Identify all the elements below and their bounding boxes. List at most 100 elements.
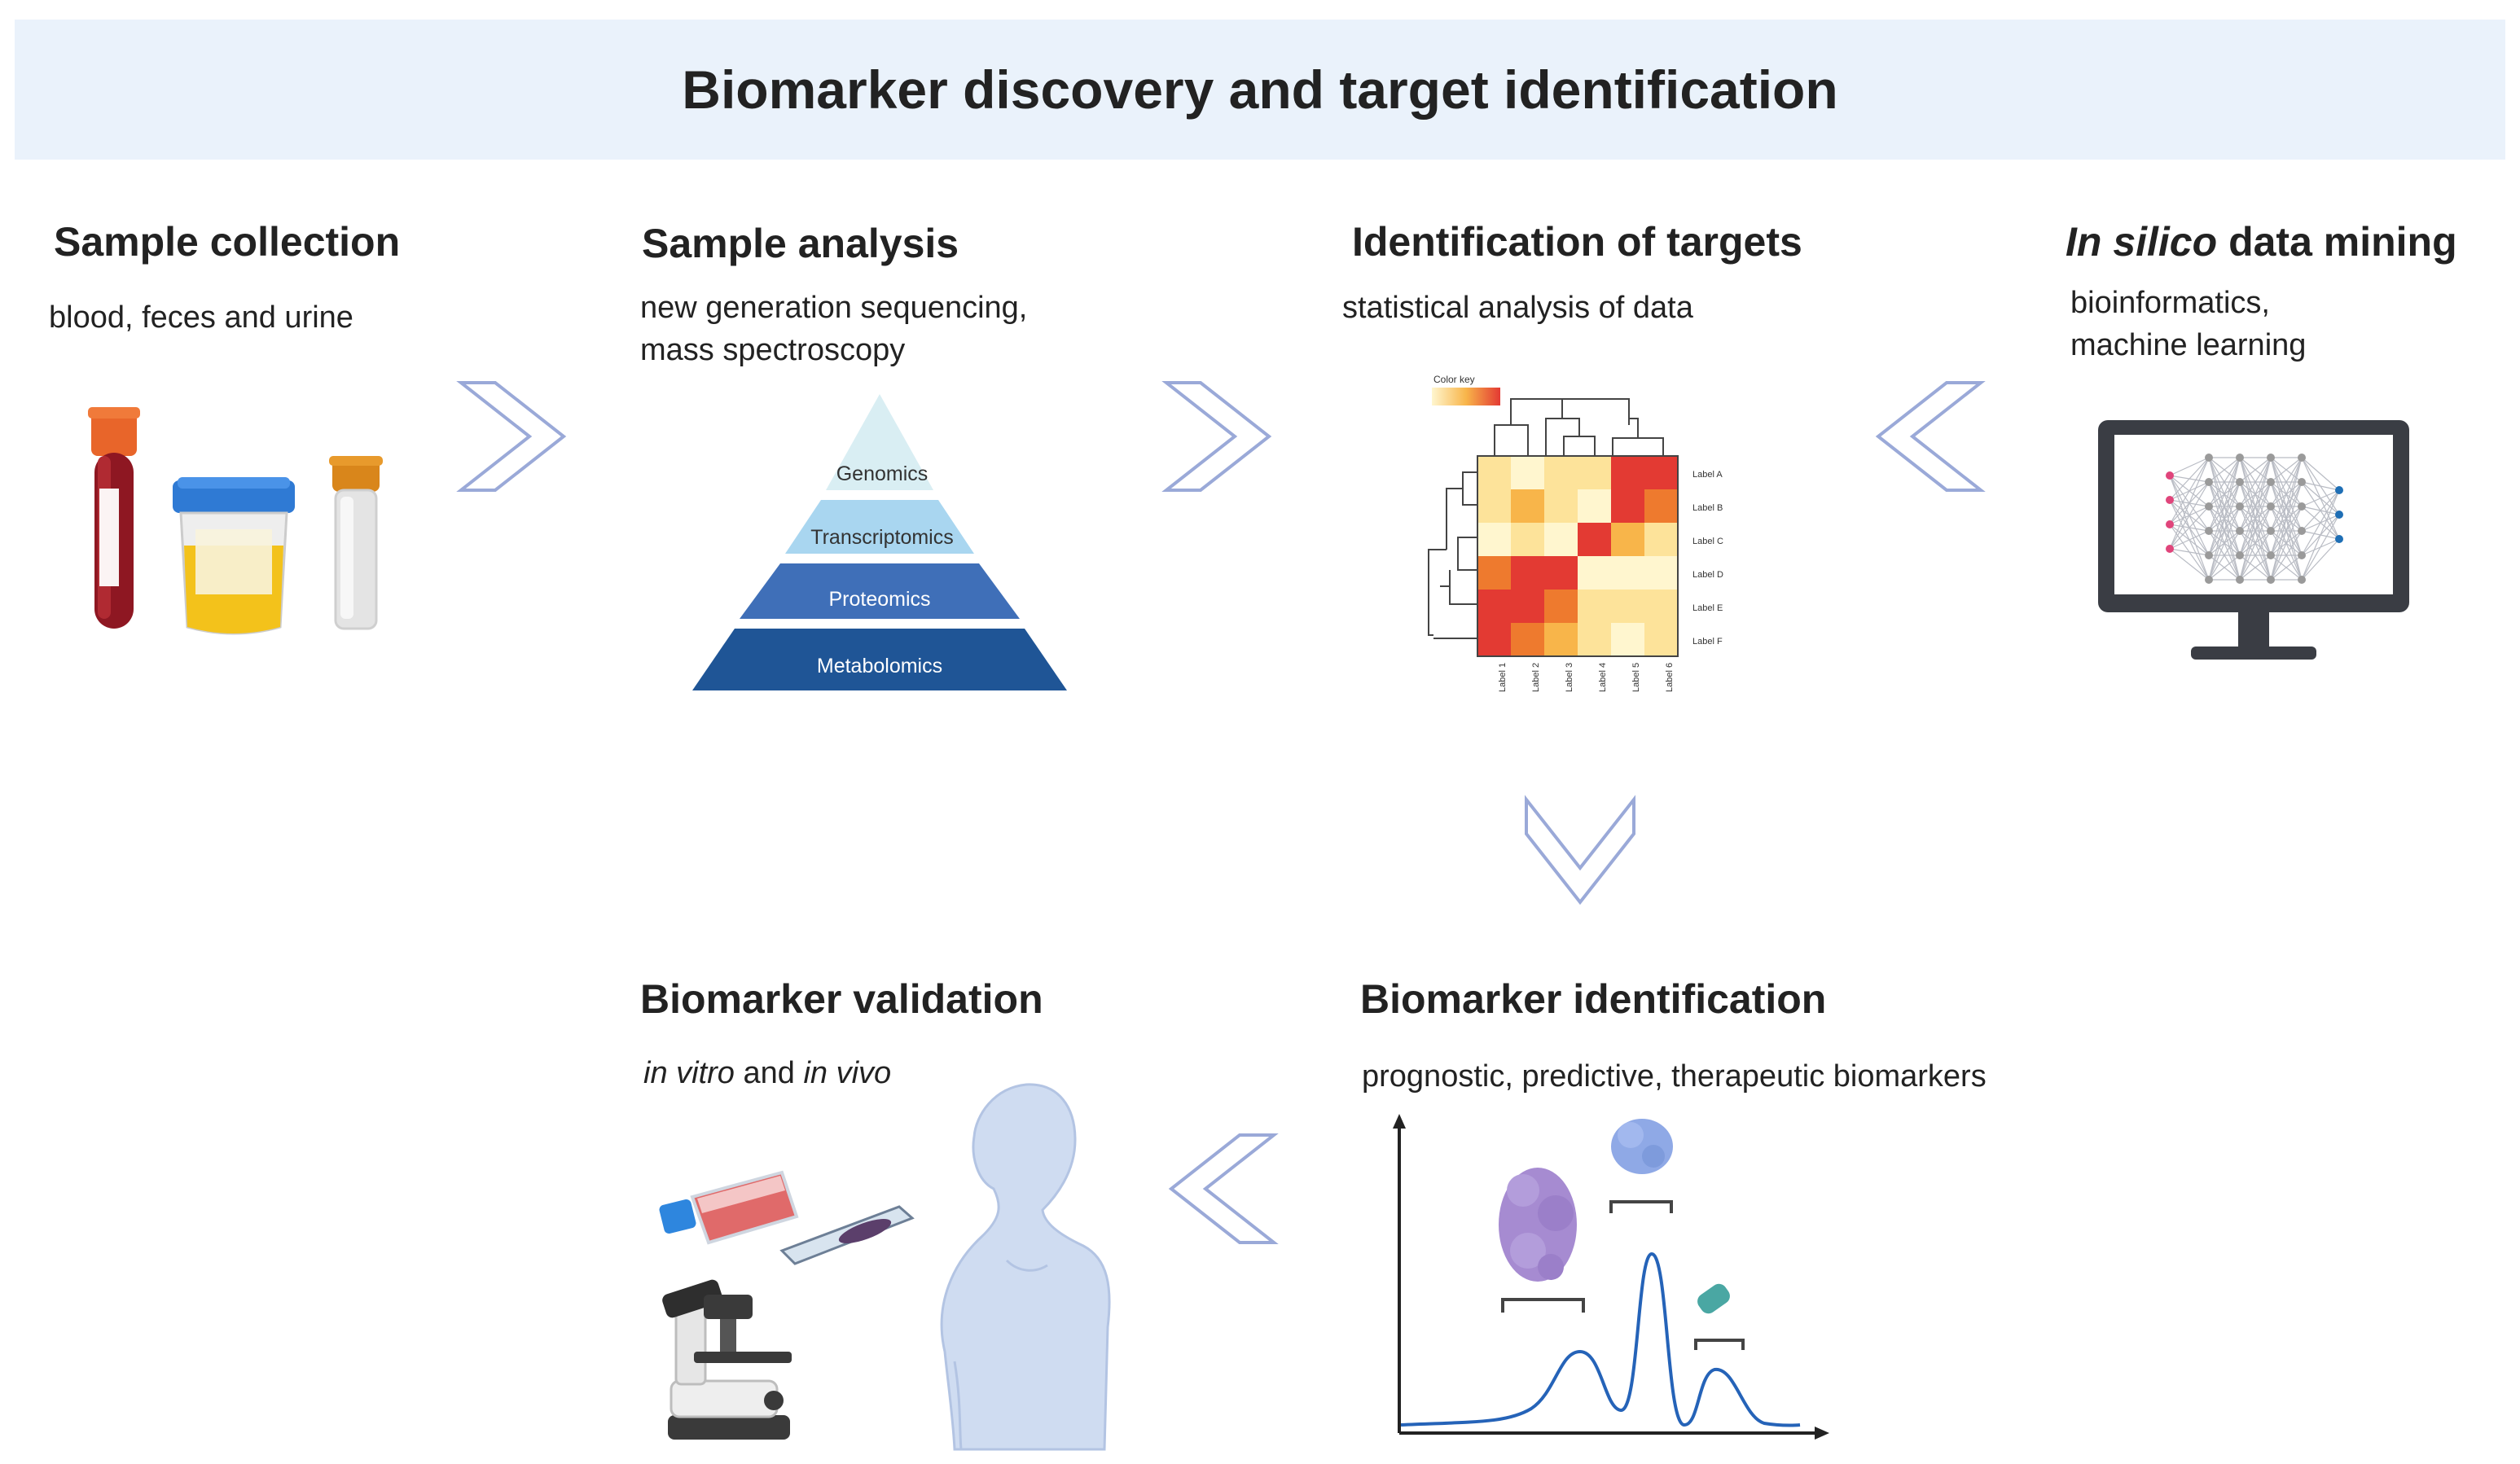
- network-edge: [2169, 548, 2210, 581]
- human-figure-icon: [940, 1083, 1111, 1451]
- heatmap-cell: [1611, 623, 1644, 656]
- row-dendrogram: [1428, 471, 1477, 639]
- heatmap-cell: [1511, 623, 1544, 656]
- heatmap-cell: [1644, 523, 1678, 556]
- biomarker-validation-title: Biomarker validation: [640, 976, 1043, 1022]
- network-edge: [2169, 530, 2210, 550]
- heatmap-figure: Color key Label A Label B Label C Label …: [1428, 374, 1723, 692]
- biomarker-validation-desc: in vitro and in vivo: [643, 1052, 891, 1094]
- network-node: [2166, 496, 2174, 504]
- cell-culture-flask-icon: [659, 1170, 799, 1245]
- network-node: [2267, 576, 2275, 584]
- col-label: Label 4: [1598, 663, 1608, 692]
- network-edge: [2239, 457, 2272, 556]
- chromatogram-trace: [1400, 1251, 1801, 1427]
- network-edge: [2301, 489, 2340, 532]
- network-edge: [2239, 506, 2272, 581]
- column-dendrogram: [1494, 398, 1664, 456]
- heatmap-cell: [1544, 556, 1578, 590]
- pyramid-label-metabolomics: Metabolomics: [817, 655, 942, 677]
- heatmap-cell: [1511, 456, 1544, 489]
- network-edge: [2301, 514, 2340, 581]
- identification-targets-desc: statistical analysis of data: [1342, 291, 1693, 325]
- heatmap-cell: [1544, 489, 1578, 523]
- network-edge: [2301, 489, 2340, 556]
- sample-collection-desc: blood, feces and urine: [49, 300, 353, 335]
- network-edge: [2169, 548, 2210, 556]
- heatmap-cell: [1477, 556, 1511, 590]
- pyramid-label-proteomics: Proteomics: [828, 588, 930, 611]
- in-vivo-text: in vivo: [803, 1056, 892, 1090]
- arrow-left-2: [1168, 1133, 1279, 1244]
- heatmap-cell: [1477, 590, 1511, 623]
- pyramid-layer-genomics: [826, 394, 933, 490]
- heatmap-cell: [1611, 590, 1644, 623]
- heatmap-cell: [1644, 590, 1678, 623]
- network-node: [2236, 502, 2244, 511]
- title-banner: Biomarker discovery and target identific…: [15, 20, 2505, 160]
- heatmap-cell: [1477, 623, 1511, 656]
- sample-analysis-desc-line1: new generation sequencing,: [640, 291, 1028, 325]
- heatmap-cell: [1544, 623, 1578, 656]
- network-edge: [2301, 489, 2340, 507]
- network-node: [2236, 527, 2244, 535]
- network-edge: [2301, 489, 2340, 581]
- network-edge: [2169, 457, 2210, 476]
- network-edge: [2208, 481, 2241, 581]
- in-silico-desc-line1: bioinformatics,: [2070, 286, 2270, 320]
- network-edge: [2301, 457, 2340, 491]
- pyramid-layer-proteomics: [740, 563, 1020, 619]
- col-label: Label 2: [1531, 663, 1541, 692]
- row-label: Label C: [1692, 537, 1723, 546]
- network-node: [2205, 551, 2213, 559]
- network-edge: [2239, 457, 2272, 581]
- sample-analysis-title: Sample analysis: [642, 221, 959, 266]
- pyramid-layer-metabolomics: [692, 629, 1067, 690]
- network-node: [2205, 502, 2213, 511]
- heatmap-cell: [1578, 489, 1611, 523]
- color-key-label: Color key: [1433, 374, 1475, 385]
- pyramid-label-genomics: Genomics: [836, 462, 929, 485]
- biomarker-identification-title: Biomarker identification: [1360, 976, 1827, 1022]
- network-node: [2298, 502, 2306, 511]
- network-edge: [2270, 554, 2303, 581]
- heatmap-cell: [1578, 623, 1611, 656]
- network-edge: [2239, 530, 2272, 581]
- heatmap-cell: [1611, 523, 1644, 556]
- network-node: [2205, 478, 2213, 486]
- sample-collection-title: Sample collection: [54, 219, 401, 265]
- network-edge: [2270, 481, 2303, 581]
- omics-pyramid: Genomics Transcriptomics Proteomics Meta…: [692, 394, 1067, 690]
- row-label: Label D: [1692, 570, 1723, 580]
- network-edge: [2169, 506, 2210, 550]
- page-title: Biomarker discovery and target identific…: [682, 59, 1838, 120]
- network-edge: [2208, 457, 2241, 483]
- col-label: Label 5: [1631, 663, 1641, 692]
- network-edge: [2208, 554, 2241, 581]
- protein-icon: [1499, 1168, 1577, 1282]
- in-silico-title-italic: In silico: [2066, 219, 2218, 265]
- heatmap-cell: [1544, 590, 1578, 623]
- network-edge: [2270, 457, 2303, 581]
- biomarker-identification-desc: prognostic, predictive, therapeutic biom…: [1362, 1059, 1987, 1094]
- and-text: and: [734, 1056, 804, 1090]
- peak-brackets: [1501, 1200, 1745, 1350]
- row-label: Label F: [1692, 637, 1723, 647]
- network-node: [2267, 478, 2275, 486]
- network-edge: [2239, 457, 2272, 483]
- heatmap-cell: [1544, 456, 1578, 489]
- network-edge: [2169, 457, 2210, 525]
- heatmap-cell: [1611, 456, 1644, 489]
- heatmap-cell: [1644, 623, 1678, 656]
- in-silico-desc-line2: machine learning: [2070, 328, 2307, 362]
- network-node: [2298, 576, 2306, 584]
- blood-tube-icon: [88, 407, 140, 629]
- heatmap-cell: [1511, 590, 1544, 623]
- arrow-left-1: [1875, 381, 1986, 492]
- row-label: Label B: [1692, 503, 1723, 513]
- network-edge: [2208, 457, 2241, 532]
- heatmap-cell: [1611, 489, 1644, 523]
- heatmap-col-labels: Label 1 Label 2 Label 3 Label 4 Label 5 …: [1498, 663, 1675, 692]
- network-node: [2205, 454, 2213, 462]
- network-node: [2236, 551, 2244, 559]
